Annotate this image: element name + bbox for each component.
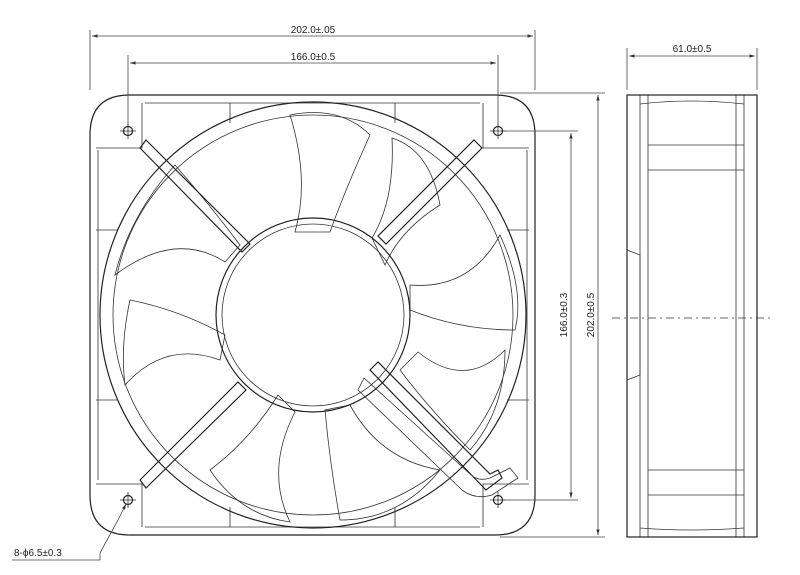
corner-pocket-tr [482,103,529,149]
hole-spacing-height-label: 166.0±0.3 [559,292,570,337]
corner-pocket-bl [96,483,143,527]
side-rib-bottom [648,469,744,496]
side-notch [626,249,641,381]
overall-height-label: 202.0±0.5 [586,292,597,337]
hole-spacing-width-label: 166.0±0.5 [291,52,336,63]
frame-outline [89,94,536,536]
corner-pocket-br [482,483,529,527]
frame-spokes [139,139,503,491]
dimension-overall-height: 202.0±0.5 [500,92,605,538]
venturi-inner-ring [112,114,514,516]
dimension-hole-spacing-width: 166.0±0.5 [127,52,499,126]
overall-width-label: 202.0±.05 [291,25,336,36]
mounting-holes-label: 8-ϕ6.5±0.3 [14,548,62,559]
front-view: 202.0±.05 166.0±0.5 166.0±0.3 202.0±0.5 … [12,25,605,561]
depth-label: 61.0±0.5 [673,44,712,55]
motor-hub [215,217,411,413]
dimension-depth: 61.0±0.5 [626,44,758,90]
impeller-blades [114,112,519,523]
venturi-outer-ring [99,101,527,529]
corner-pocket-tl [96,103,143,149]
dimension-hole-spacing-height: 166.0±0.3 [503,130,578,501]
side-rib-top [648,144,744,171]
frame-inner-flange [97,102,528,528]
side-view: 61.0±0.5 [612,44,772,538]
motor-hub-inner [221,223,405,407]
side-outline [626,94,758,538]
mounting-hole-callout: 8-ϕ6.5±0.3 [12,503,127,561]
cable-guide [357,377,519,498]
dimension-overall-width: 202.0±.05 [89,25,536,90]
